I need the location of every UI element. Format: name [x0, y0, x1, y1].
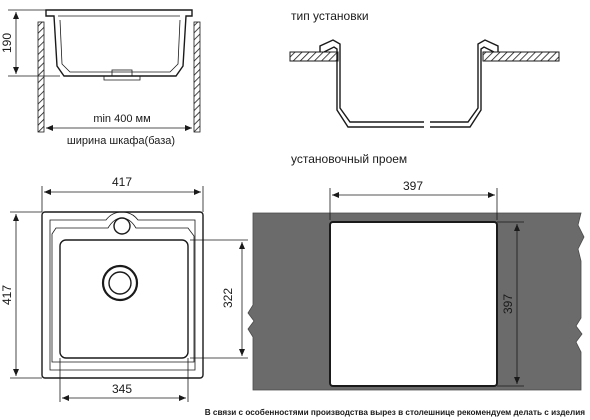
cutout-height-dim: 397: [501, 294, 515, 314]
bowl-width-dim: 345: [112, 382, 132, 396]
countertop-right: [482, 51, 560, 62]
drain-side: [111, 69, 133, 77]
cabinet-wall-right: [193, 21, 201, 133]
install-type-title: тип установки: [291, 9, 369, 23]
sink-side-profile: [45, 9, 193, 77]
bowl-depth-dim: 322: [221, 288, 235, 308]
sink-outer-rim: [41, 211, 204, 379]
sink-bowl: [59, 239, 189, 359]
cutout-view: установочный проем 397 397: [247, 152, 585, 391]
cutout-title: установочный проем: [291, 152, 407, 166]
countertop-left: [289, 51, 339, 62]
cutout-opening: [329, 221, 498, 387]
tap-hole: [113, 217, 131, 235]
side-height-dim: 190: [0, 33, 14, 53]
install-type-view: тип установки: [289, 9, 560, 128]
top-height-dim: 417: [0, 285, 14, 305]
production-note: В связи с особенностями производства выр…: [205, 407, 586, 417]
cabinet-width-label: ширина шкафа(база): [67, 135, 175, 147]
top-view: 417 417 322 345: [0, 175, 248, 402]
cutout-width-dim: 397: [403, 179, 423, 193]
cabinet-wall-left: [37, 21, 45, 133]
top-width-dim: 417: [112, 175, 132, 189]
side-view: 190 min 400 мм ширина шкафа(база): [0, 9, 201, 147]
min-width-label: min 400 мм: [93, 113, 150, 125]
sink-cross-section: [319, 39, 424, 123]
drain-hole: [101, 264, 139, 302]
